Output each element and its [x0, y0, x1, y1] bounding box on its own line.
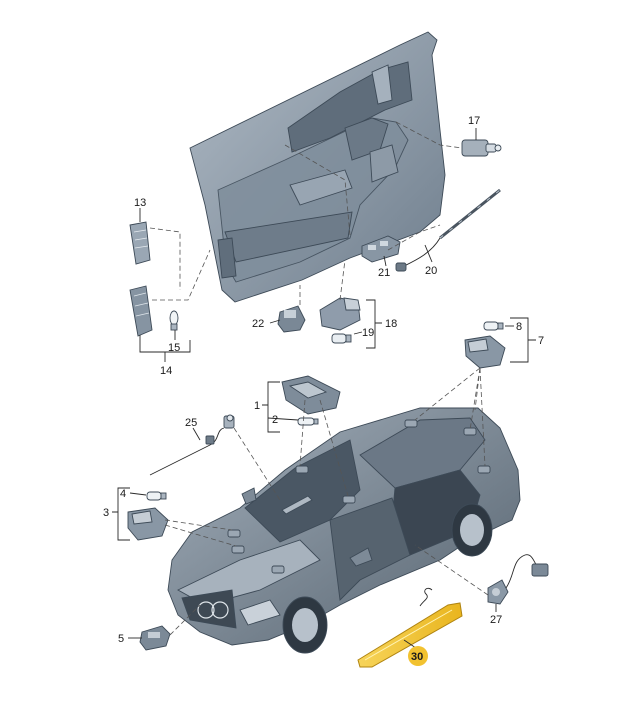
part-8-bulb: [483, 321, 504, 331]
part-21-switch-module: [361, 235, 401, 263]
part-22-lamp-housing: [277, 305, 306, 333]
callout-5: 5: [118, 633, 124, 645]
callout-13: 13: [134, 197, 146, 209]
part-5-lamp-unit: [139, 625, 171, 651]
leader-lines: [112, 128, 536, 649]
callout-3: 3: [103, 507, 109, 519]
part-1-interior-lamp: [281, 375, 341, 415]
part-3-lamp-housing: [127, 507, 169, 541]
door-trim-panel: [189, 31, 446, 303]
callout-4: 4: [120, 488, 126, 500]
callout-18: 18: [385, 318, 397, 330]
illuminated-door-sill-trim: [357, 587, 463, 668]
car-body: [167, 407, 521, 654]
callout-25: 27: [490, 614, 502, 626]
part-13-lens: [129, 221, 151, 265]
callout-30: 30: [411, 651, 423, 663]
part-14-lamp-assembly: [129, 285, 153, 337]
part-15-bulb: [169, 310, 179, 331]
callout-15: 15: [168, 342, 180, 354]
callout-labels: 17 20 21 22 18 19 13 15 14 8 7 1 2 25 4 …: [103, 115, 544, 663]
callout-21: 21: [378, 267, 390, 279]
callout-30-highlight: [408, 646, 428, 666]
part-27-cable: [149, 414, 235, 476]
part-7-lamp-housing: [464, 335, 506, 369]
part-18-reading-lamp: [319, 297, 361, 331]
part-25-sensor-with-cable: [487, 554, 549, 605]
callout-17: 17: [468, 115, 480, 127]
callout-1: 1: [254, 400, 260, 412]
part-4-bulb: [146, 491, 167, 501]
callout-19: 19: [362, 327, 374, 339]
callout-7: 7: [538, 335, 544, 347]
callout-8: 8: [516, 321, 522, 333]
callout-14: 14: [160, 365, 172, 377]
callout-27: 25: [185, 417, 197, 429]
callout-22: 22: [252, 318, 264, 330]
part-2-bulb: [297, 417, 319, 426]
part-17-lamp-unit: [461, 139, 502, 157]
part-19-bulb: [331, 333, 352, 344]
callout-2: 2: [272, 414, 278, 426]
reference-lines: [149, 121, 489, 636]
callout-20: 20: [425, 265, 437, 277]
part-20-wiring-harness: [395, 188, 501, 272]
